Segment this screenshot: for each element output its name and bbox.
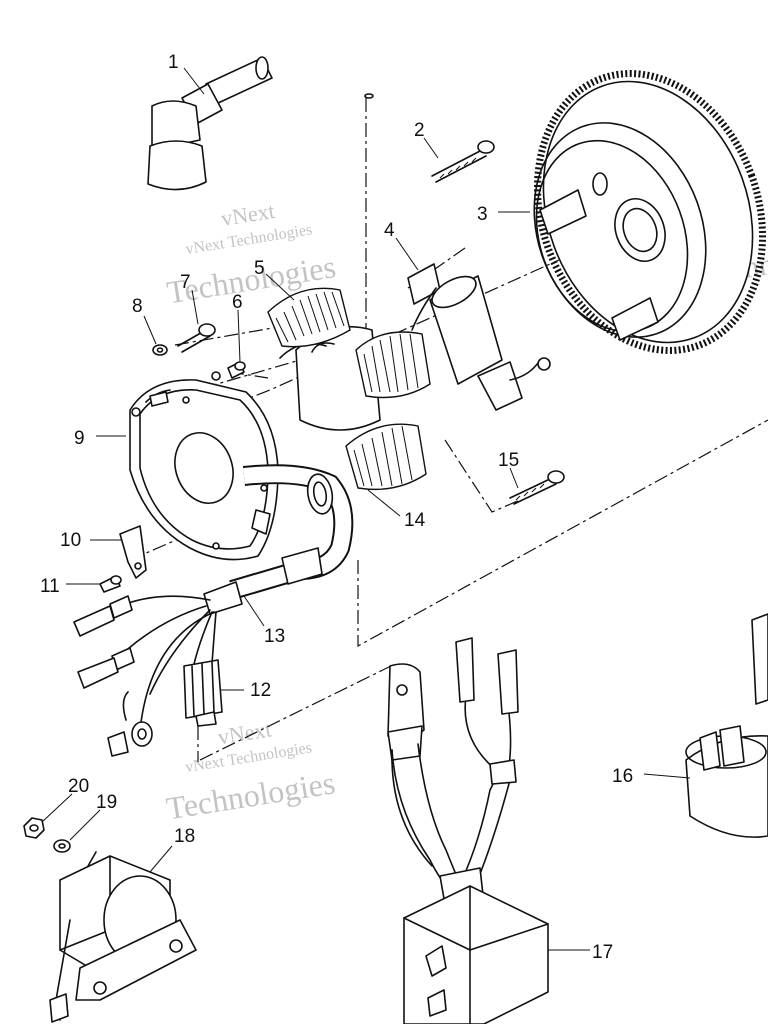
callout-13: 13 [264,626,285,647]
callout-5: 5 [254,258,265,279]
callout-14: 14 [404,510,426,531]
callout-15: 15 [498,450,519,471]
pickup-coil [407,263,551,411]
stator-coil-5 [267,287,351,348]
wire-harness [119,464,354,731]
callout-12: 12 [250,680,271,701]
callout-3: 3 [477,204,488,225]
stator-assembly [267,287,431,491]
ignition-coil [685,613,768,838]
callout-11: 11 [40,576,60,597]
callout-6: 6 [232,292,243,313]
stator-coil-14 [345,423,427,491]
callout-9: 9 [74,428,85,449]
spade-terminal [73,595,133,637]
watermark-text: vNext [216,716,273,749]
callout-17: 17 [592,942,613,963]
flywheel [533,70,767,354]
screw-2 [431,140,495,183]
leader-lines [41,67,691,951]
watermark-text: vNext [219,198,276,231]
callout-1: 1 [168,52,179,73]
callout-labels: 1 2 3 4 5 6 7 8 9 10 11 12 13 14 15 16 1… [40,52,633,963]
ring-terminal [107,691,153,757]
callout-4: 4 [384,220,395,241]
screw-11 [99,575,122,593]
spark-plug-cap [147,15,378,191]
callout-7: 7 [180,272,191,293]
wire-clamp [119,525,147,579]
callout-2: 2 [414,120,425,141]
callout-10: 10 [60,530,81,551]
connector-12 [183,659,223,727]
callout-18: 18 [174,826,195,847]
spade-terminal [77,647,135,689]
watermark-bottom: vNext vNext Technologies Technologies [164,716,338,826]
callout-19: 19 [96,792,117,813]
screw-15 [509,470,565,505]
callout-20: 20 [68,776,89,797]
nut-20 [23,817,45,839]
callout-16: 16 [612,766,633,787]
washer-19 [53,839,71,853]
screw-6 [227,361,246,379]
screw-7 [177,323,216,353]
callout-8: 8 [132,296,143,317]
starter-solenoid [49,851,197,1023]
stator-plate [129,371,279,561]
cdi-module [387,637,549,1025]
stator-coil-center [355,331,431,399]
washer-8 [152,344,168,356]
